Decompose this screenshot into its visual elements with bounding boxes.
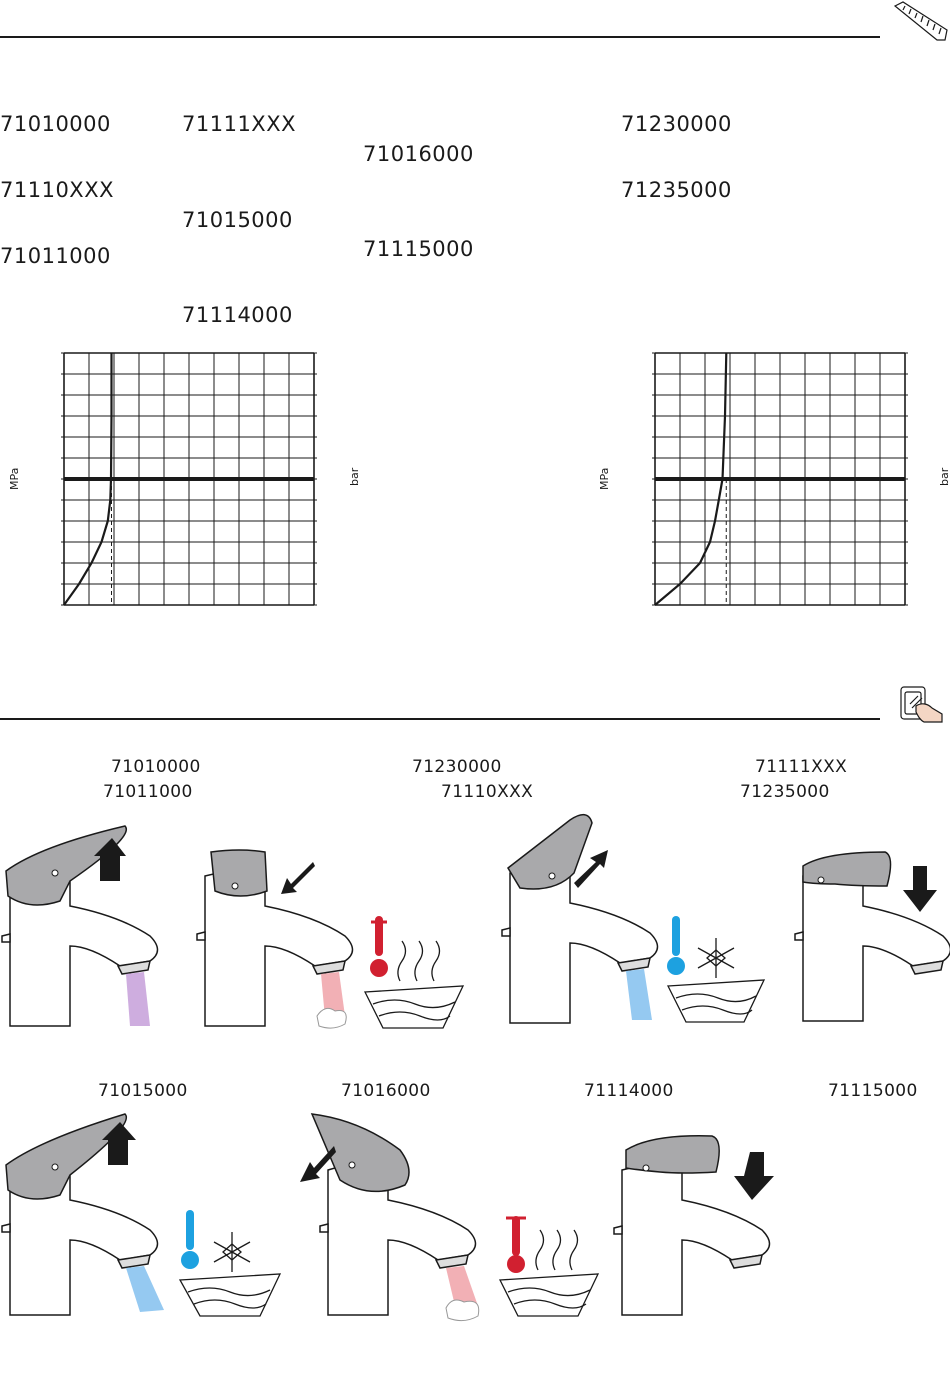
code-text: 71115000 xyxy=(363,237,474,261)
code-text: 71114000 xyxy=(584,1081,674,1101)
code-text: 71111XXX xyxy=(182,112,296,136)
faucet-illustration xyxy=(0,826,190,1031)
faucet-illustration xyxy=(195,846,475,1031)
y-axis-label-bar: bar xyxy=(348,468,361,486)
code-text: 71015000 xyxy=(182,208,293,232)
y-axis-label-mpa: MPa xyxy=(598,468,611,490)
code-text: 71016000 xyxy=(341,1081,431,1101)
code-text: 71110XXX xyxy=(441,782,533,802)
faucet-illustration xyxy=(500,808,770,1033)
code-text: 71111XXX xyxy=(755,757,847,777)
ruler-icon xyxy=(893,2,949,42)
faucet-illustration xyxy=(612,1130,792,1325)
code-text: 71230000 xyxy=(621,112,732,136)
code-text: 71016000 xyxy=(363,142,474,166)
code-text: 71015000 xyxy=(98,1081,188,1101)
top-divider xyxy=(0,36,880,38)
faucet-illustration xyxy=(795,846,950,1026)
y-axis-label-bar: bar xyxy=(938,468,950,486)
code-text: 71230000 xyxy=(412,757,502,777)
code-text: 71235000 xyxy=(621,178,732,202)
hand-press-icon xyxy=(898,684,944,724)
faucet-illustration xyxy=(0,1110,290,1325)
code-text: 71110XXX xyxy=(0,178,114,202)
pressure-flow-chart xyxy=(655,353,905,605)
code-text: 71235000 xyxy=(740,782,830,802)
pressure-flow-chart xyxy=(64,353,314,605)
code-text: 71114000 xyxy=(182,303,293,327)
code-text: 71011000 xyxy=(103,782,193,802)
code-text: 71115000 xyxy=(828,1081,918,1101)
code-text: 71011000 xyxy=(0,244,111,268)
y-axis-label-mpa: MPa xyxy=(8,468,21,490)
section-divider xyxy=(0,718,880,720)
code-text: 71010000 xyxy=(111,757,201,777)
faucet-illustration xyxy=(300,1110,610,1325)
code-text: 71010000 xyxy=(0,112,111,136)
